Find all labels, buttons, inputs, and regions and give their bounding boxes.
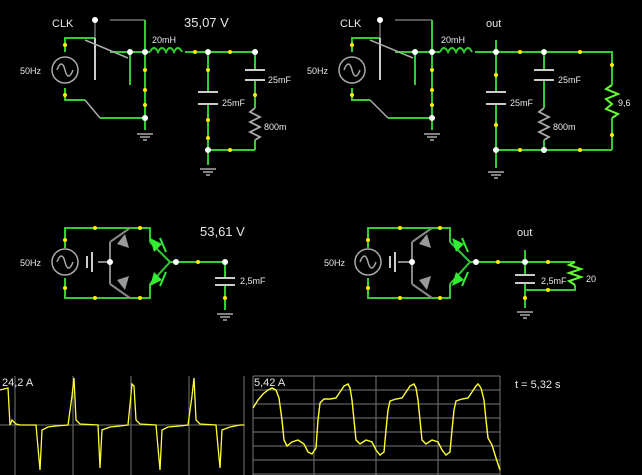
scope-2[interactable]: 5,42 A [252,375,501,475]
clk-label: CLK [52,18,74,30]
voltage-readout: 53,61 V [200,224,245,239]
diode-icon[interactable] [419,276,431,290]
load-label: 9,6 [618,98,631,108]
voltage-readout: 35,07 V [184,15,229,30]
scope-1[interactable]: 24,2 A [0,375,245,475]
diode-icon[interactable] [452,272,464,286]
clk-label: CLK [340,18,362,30]
circuit-3[interactable]: 50Hz 2,5mF 53,61 V [20,224,266,321]
capacitor-label: 25mF [268,75,292,85]
diode-icon[interactable] [150,238,162,252]
scope-value-label: 24,2 A [2,377,34,389]
resistor-icon[interactable] [247,107,263,141]
ac-source-icon[interactable] [51,248,79,276]
capacitor-icon[interactable] [534,69,554,81]
capacitor-icon[interactable] [245,69,265,81]
capacitor-label: 25mF [222,98,246,108]
capacitor-label: 2,5mF [240,276,266,286]
diode-icon[interactable] [150,272,162,286]
resistor-label: 800m [264,122,287,132]
ac-source-icon[interactable] [338,56,366,84]
ground-icon [487,171,505,179]
diode-icon[interactable] [419,234,431,248]
inductor-icon[interactable] [439,47,473,55]
output-label: out [517,227,532,239]
time-readout: t = 5,32 s [515,379,561,391]
ground-icon [516,311,534,319]
capacitor-label: 25mF [510,98,534,108]
resistor-icon[interactable] [536,107,552,141]
ground-icon [216,313,234,321]
scope-value-label: 5,42 A [254,377,286,389]
source-label: 50Hz [20,66,42,76]
resistor-label: 800m [553,122,576,132]
ac-source-icon[interactable] [354,248,382,276]
ac-source-icon[interactable] [51,56,79,84]
inductor-icon[interactable] [149,47,183,55]
capacitor-icon[interactable] [215,277,235,286]
inductor-label: 20mH [441,35,465,45]
ground-icon [136,133,154,141]
source-label: 50Hz [307,66,329,76]
ground-icon [199,168,217,176]
load-label: 20 [586,274,596,284]
source-label: 50Hz [324,258,346,268]
capacitor-icon[interactable] [198,91,218,105]
load-resistor-icon[interactable] [565,261,585,286]
diode-icon[interactable] [452,238,464,252]
circuit-1[interactable]: CLK 50Hz 20mH 25mF 25mF 800m 35,07 V [20,15,292,176]
circuit-4[interactable]: 50Hz 2,5mF 20 out [324,226,596,319]
diode-icon[interactable] [117,234,129,248]
inductor-label: 20mH [152,35,176,45]
circuit-2[interactable]: CLK 50Hz 20mH 25mF 25mF 800m 9,6 out [307,17,631,179]
scope-trace [0,377,244,471]
capacitor-icon[interactable] [486,91,506,105]
capacitor-label: 25mF [558,75,582,85]
diode-icon[interactable] [117,276,129,290]
load-resistor-icon[interactable] [603,84,621,119]
source-label: 50Hz [20,258,42,268]
capacitor-icon[interactable] [515,274,535,284]
ground-icon [423,133,441,141]
capacitor-label: 2,5mF [541,276,567,286]
scope-trace [252,382,501,471]
output-label: out [486,18,501,30]
